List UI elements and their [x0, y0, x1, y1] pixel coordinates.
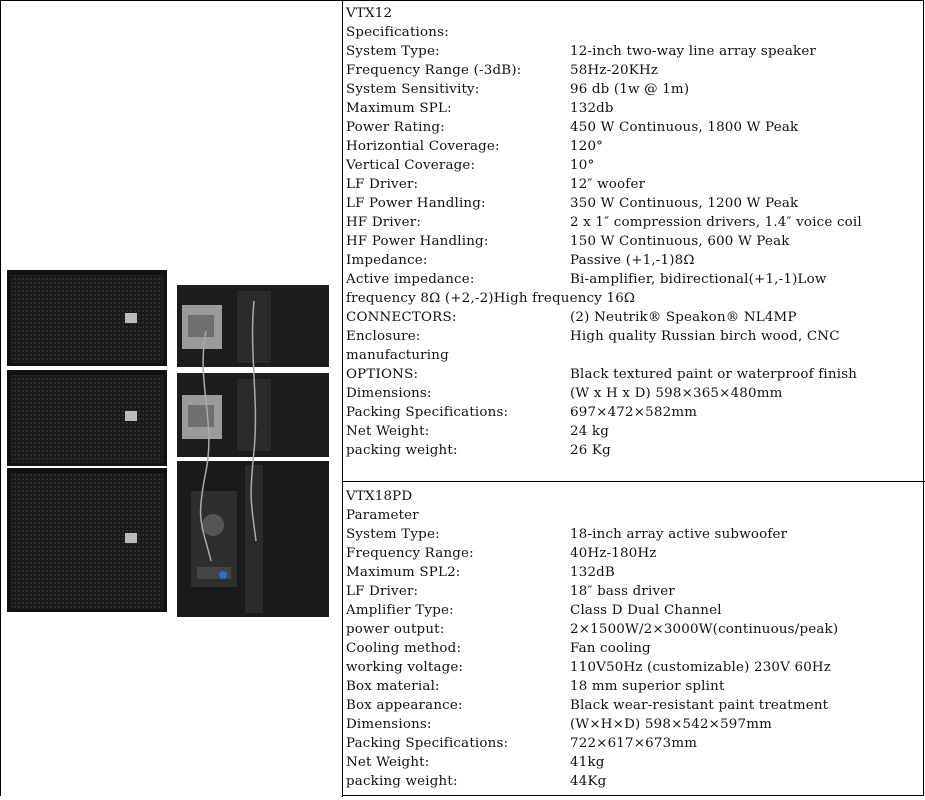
spec-key: power output:: [346, 622, 445, 637]
spec-key: Horizontial Coverage:: [346, 139, 500, 154]
spec-value: 10°: [570, 158, 595, 173]
spec-value: 44Kg: [570, 774, 607, 789]
spec-key: Dimensions:: [346, 386, 432, 401]
spec-key: Vertical Coverage:: [346, 158, 476, 173]
spec-value: (W x H x D) 598×365×480mm: [570, 386, 783, 401]
spec-key: HF Power Handling:: [346, 234, 489, 249]
spec-value: 18 mm superior splint: [570, 679, 725, 694]
spec-key: Frequency Range:: [346, 546, 474, 561]
spec-key: working voltage:: [346, 660, 464, 675]
spec-key: System Type:: [346, 527, 440, 542]
spec-key: Box appearance:: [346, 698, 463, 713]
spec-value: 40Hz-180Hz: [570, 546, 657, 561]
spec-value: Black wear-resistant paint treatment: [570, 698, 829, 713]
spec-value: 450 W Continuous, 1800 W Peak: [570, 120, 799, 135]
spec-value: 722×617×673mm: [570, 736, 698, 751]
spec-key: frequency 8Ω (+2,-2)High frequency 16Ω: [346, 291, 636, 306]
spec-key: Power Rating:: [346, 120, 445, 135]
front-stack: [7, 270, 167, 612]
spec-value: 24 kg: [570, 424, 609, 439]
spec-value: 132db: [570, 101, 614, 116]
model-label: VTX12: [346, 6, 393, 21]
model-label: VTX18PD: [346, 489, 413, 504]
spec-key: Packing Specifications:: [346, 405, 509, 420]
spec-value: 18-inch array active subwoofer: [570, 527, 788, 542]
spec-value: Class D Dual Channel: [570, 603, 722, 618]
column-divider: [342, 0, 343, 797]
spec-value: 26 Kg: [570, 443, 611, 458]
spec-key: HF Driver:: [346, 215, 422, 230]
spec-key: Enclosure:: [346, 329, 421, 344]
spec-key: Net Weight:: [346, 755, 430, 770]
spec-value: Passive (+1,-1)8Ω: [570, 253, 695, 268]
spec-key: Active impedance:: [346, 272, 475, 287]
spec-key: Amplifier Type:: [346, 603, 454, 618]
spec-key: manufacturing: [346, 348, 449, 363]
spec-value: 697×472×582mm: [570, 405, 698, 420]
spec-value: 96 db (1w @ 1m): [570, 82, 690, 97]
spec-value: 18″ bass driver: [570, 584, 675, 599]
spec-value: (2) Neutrik® Speakon® NL4MP: [570, 310, 797, 325]
spec-key: Frequency Range (-3dB):: [346, 63, 522, 78]
rear-stack: [177, 285, 329, 617]
spec-value: High quality Russian birch wood, CNC: [570, 329, 840, 344]
spec-key: packing weight:: [346, 774, 458, 789]
spec-value: 2×1500W/2×3000W(continuous/peak): [570, 622, 839, 637]
spec-value: 58Hz-20KHz: [570, 63, 659, 78]
row-divider: [342, 481, 925, 482]
spec-key: CONNECTORS:: [346, 310, 457, 325]
spec-key: LF Driver:: [346, 584, 419, 599]
spec-value: 12-inch two-way line array speaker: [570, 44, 817, 59]
spec-key: OPTIONS:: [346, 367, 419, 382]
spec-key: packing weight:: [346, 443, 458, 458]
speaker-stack-illustration: [7, 270, 329, 617]
spec-key: Cooling method:: [346, 641, 462, 656]
heading-label: Parameter: [346, 508, 419, 523]
spec-key: Box material:: [346, 679, 440, 694]
spec-value: 110V50Hz (customizable) 230V 60Hz: [570, 660, 832, 675]
heading-label: Specifications:: [346, 25, 449, 40]
spec-key: Impedance:: [346, 253, 428, 268]
product-photo: [1, 1, 342, 796]
spec-value: 2 x 1″ compression drivers, 1.4″ voice c…: [570, 215, 862, 230]
spec-key: Maximum SPL2:: [346, 565, 461, 580]
spec-value: 150 W Continuous, 600 W Peak: [570, 234, 790, 249]
spec-value: Fan cooling: [570, 641, 651, 656]
spec-value: Black textured paint or waterproof finis…: [570, 367, 858, 382]
spec-value: 41kg: [570, 755, 605, 770]
spec-value: 350 W Continuous, 1200 W Peak: [570, 196, 799, 211]
spec-value: 132dB: [570, 565, 615, 580]
spec-key: LF Driver:: [346, 177, 419, 192]
spec-key: Maximum SPL:: [346, 101, 452, 116]
spec-key: Packing Specifications:: [346, 736, 509, 751]
spec-value: Bi-amplifier, bidirectional(+1,-1)Low: [570, 272, 827, 287]
spec-value: 12″ woofer: [570, 177, 646, 192]
spec-key: Dimensions:: [346, 717, 432, 732]
spec-key: LF Power Handling:: [346, 196, 486, 211]
spec-value: (W×H×D) 598×542×597mm: [570, 717, 773, 732]
spec-key: System Sensitivity:: [346, 82, 480, 97]
spec-value: 120°: [570, 139, 604, 154]
spec-key: Net Weight:: [346, 424, 430, 439]
spec-key: System Type:: [346, 44, 440, 59]
